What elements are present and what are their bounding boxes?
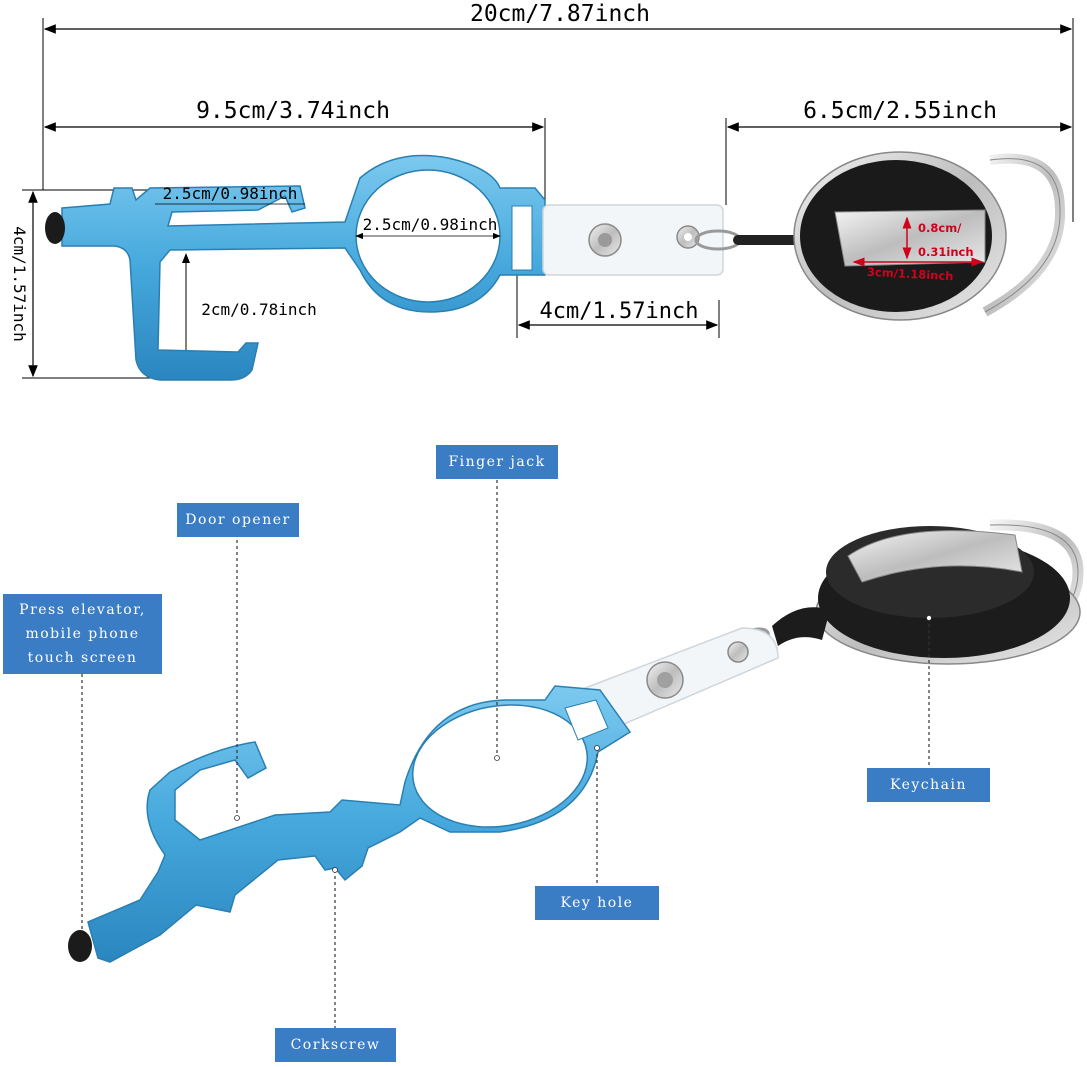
tool-height-label: 4cm/1.57inch [10,226,29,342]
hook-depth-label: 2cm/0.78inch [201,300,317,319]
clip-width-label: 3cm/1.18inch [867,265,954,284]
touch-screen-tag: Press elevator, mobile phone touch scree… [3,594,162,674]
strap-top-view [542,204,742,276]
tool-length-label: 9.5cm/3.74inch [196,98,390,124]
reel-length-label: 6.5cm/2.55inch [803,98,997,124]
callout-dots [234,615,932,873]
prong-width-label: 2.5cm/0.98inch [163,184,298,203]
key-hole-tag: Key hole [535,886,659,920]
finger-jack-tag: Finger jack [436,445,558,479]
strap-length-label: 4cm/1.57inch [540,299,699,324]
callout-leaders [81,480,930,1028]
touch-screen-tag-line1: Press elevator, [19,602,146,618]
reel-top-view [733,151,1066,321]
total-length-label: 20cm/7.87inch [470,1,650,27]
strap-perspective-view [578,627,779,731]
touch-screen-tag-line2: mobile phone [25,626,140,642]
keychain-tag: Keychain [867,768,990,802]
dimension-drawing: 20cm/7.87inch 9.5cm/3.74inch 6.5cm/2.55i… [10,0,1074,381]
feature-drawing [68,480,1084,1028]
ring-diameter-label: 2.5cm/0.98inch [363,215,498,234]
tool-perspective-view [68,685,632,963]
door-opener-tag: Door opener [177,503,299,537]
reel-perspective-view [726,519,1084,665]
clip-height-label-line2: 0.31inch [918,245,974,259]
touch-screen-tag-line3: touch screen [27,650,138,666]
corkscrew-tag: Corkscrew [275,1028,396,1062]
clip-height-label-line1: 0.8cm/ [918,221,962,235]
